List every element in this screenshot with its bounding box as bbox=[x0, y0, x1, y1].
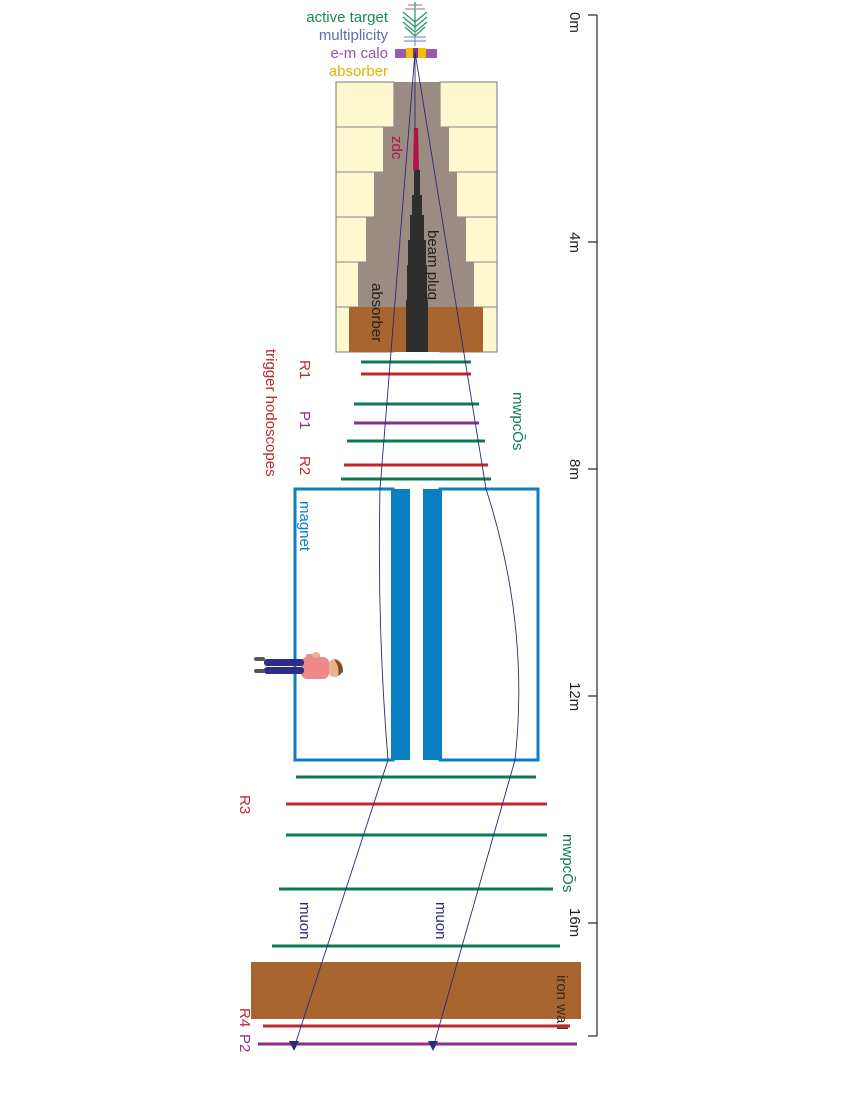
iron-wall: iron wall bbox=[251, 962, 581, 1030]
label-muon-left: muon bbox=[296, 902, 313, 940]
label-trigger-hodoscopes: trigger hodoscopes bbox=[262, 349, 279, 477]
final-planes: R4 P2 bbox=[236, 1008, 577, 1052]
label-iron-wall-text: iron wall bbox=[553, 975, 570, 1030]
label-r3: R3 bbox=[236, 795, 253, 814]
scale-label-12m: 12m bbox=[566, 682, 583, 711]
magnet-coil-left bbox=[391, 489, 410, 760]
scale-label-4m: 4m bbox=[566, 232, 583, 253]
muon-arrowhead-left bbox=[289, 1041, 299, 1051]
label-r4: R4 bbox=[236, 1008, 253, 1027]
person-figure bbox=[254, 652, 343, 679]
label-r1: R1 bbox=[296, 360, 313, 379]
muon-track-right bbox=[414, 51, 520, 1049]
label-beam-plug: beam plug bbox=[424, 230, 441, 300]
iron-wall-block bbox=[251, 962, 581, 1019]
label-p2: P2 bbox=[236, 1034, 253, 1052]
label-p1: P1 bbox=[296, 411, 313, 429]
em-calo-right bbox=[426, 49, 437, 58]
label-r2: R2 bbox=[296, 456, 313, 475]
label-em-calo: e-m calo bbox=[330, 45, 388, 62]
active-target-icon bbox=[402, 2, 428, 37]
label-muon-right: muon bbox=[432, 902, 449, 940]
target-region: active target multiplicity e-m calo abso… bbox=[306, 2, 437, 80]
upstream-planes: R1 P1 R2 trigger hodoscopes mwpcÕs bbox=[262, 349, 526, 481]
multiplicity-detector bbox=[404, 33, 426, 46]
magnet: magnet bbox=[293, 487, 540, 762]
label-magnet: magnet bbox=[296, 501, 313, 552]
beam-plug bbox=[406, 128, 428, 352]
absorber-block: zdc beam plug absorber bbox=[335, 81, 498, 353]
label-multiplicity: multiplicity bbox=[319, 27, 389, 44]
label-active-target: active target bbox=[306, 9, 389, 26]
zdc-detector bbox=[413, 128, 419, 170]
label-zdc: zdc bbox=[388, 136, 405, 160]
magnet-coil-right bbox=[423, 489, 442, 760]
label-iron-wall: iron wall bbox=[553, 975, 570, 1030]
downstream-planes: R3 mwpcÕs bbox=[236, 775, 576, 948]
magnet-yoke-right bbox=[438, 487, 540, 762]
muon-tracks bbox=[293, 51, 520, 1049]
em-calo-left bbox=[395, 49, 406, 58]
muon-arrowhead-right bbox=[428, 1041, 438, 1051]
scale-label-8m: 8m bbox=[566, 459, 583, 480]
scale-axis: 0m 4m 8m 12m 16m bbox=[566, 12, 598, 1037]
label-mwpc-upper: mwpcÕs bbox=[509, 392, 526, 450]
scale-label-0m: 0m bbox=[566, 12, 583, 33]
muon-track-left bbox=[293, 51, 416, 1049]
scale-label-16m: 16m bbox=[566, 908, 583, 937]
label-absorber-top: absorber bbox=[329, 63, 388, 80]
label-mwpc-lower: mwpcÕs bbox=[559, 834, 576, 892]
label-absorber: absorber bbox=[368, 283, 385, 342]
